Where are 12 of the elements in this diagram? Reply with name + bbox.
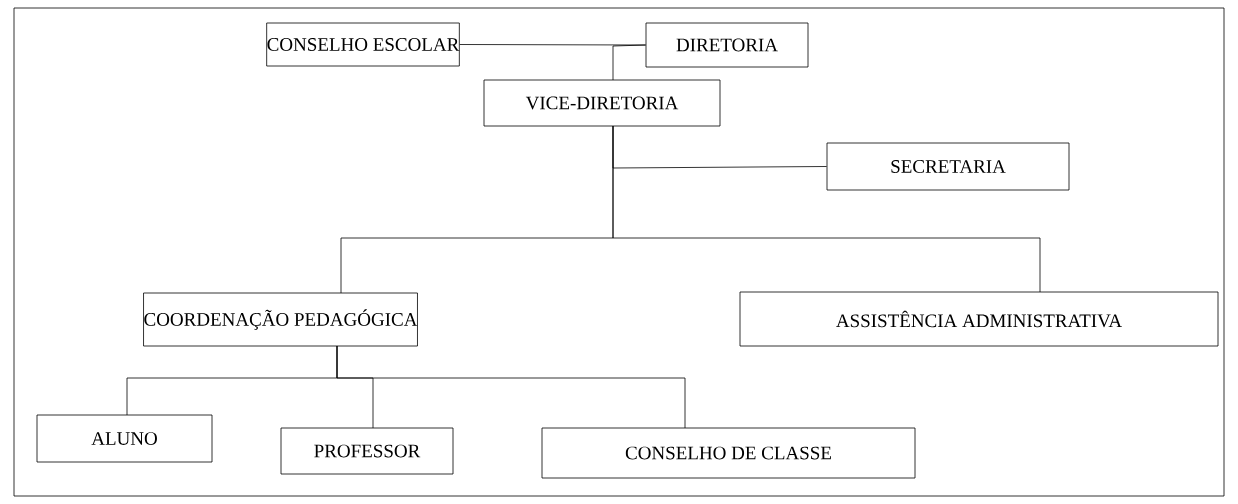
org-box: COORDENAÇÃO PEDAGÓGICA	[143, 292, 418, 347]
org-box: SECRETARIA	[826, 142, 1070, 191]
connector-line	[612, 44, 646, 81]
org-box: DIRETORIA	[645, 22, 809, 68]
org-box: PROFESSOR	[280, 427, 454, 475]
org-box: CONSELHO DE CLASSE	[541, 427, 916, 479]
org-box: VICE-DIRETORIA	[483, 79, 721, 127]
connector-line	[336, 345, 686, 429]
org-box: ASSISTÊNCIA ADMINISTRATIVA	[739, 291, 1219, 347]
connector-line	[612, 125, 1041, 293]
org-box: ALUNO	[36, 414, 213, 463]
org-box: CONSELHO ESCOLAR	[266, 22, 460, 67]
